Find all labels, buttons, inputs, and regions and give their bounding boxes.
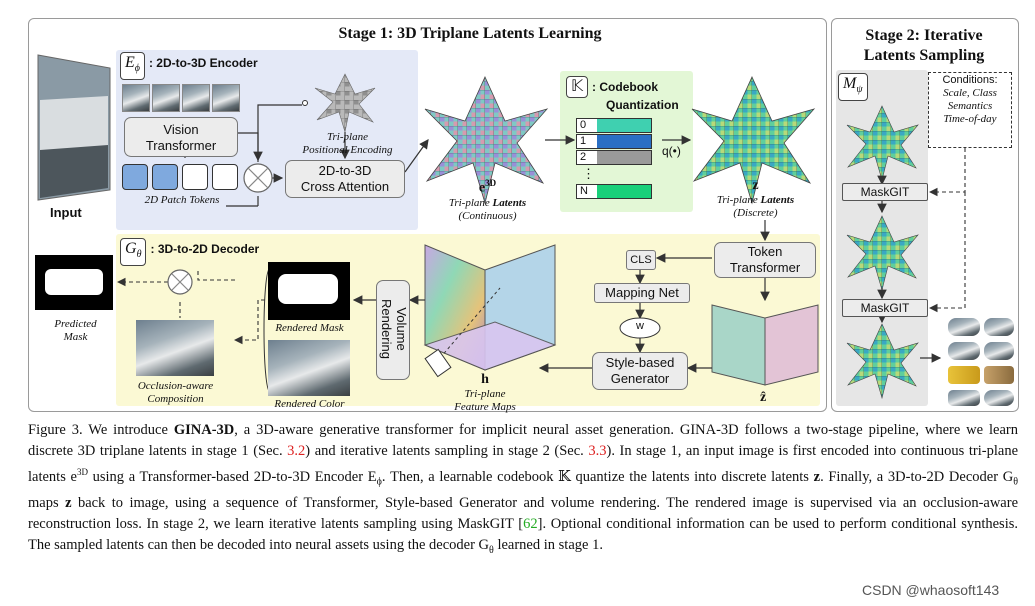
discrete-latents-triplane [691,76,816,205]
encoder-label: : 2D-to-3D Encoder [148,56,258,70]
watermark: CSDN @whaosoft143 [862,582,1000,598]
encoder-input-patch-1 [122,84,150,112]
rendered-mask-label: Rendered Mask [275,322,344,334]
rendered-color-image [268,340,350,396]
positional-encoding-triplane [314,73,376,133]
sampled-asset-3 [948,342,980,360]
vision-transformer-box: Vision Transformer [124,117,238,157]
occlusion-composition-label: Occlusion-aware Composition [137,380,214,405]
codebook-symbol: 𝕂 [566,76,589,98]
codebook-ellipsis: ⋮ [582,166,595,181]
stage2-title: Stage 2: Iterative Latents Sampling [863,27,985,64]
decoder-heading: Gθ : 3D-to-2D Decoder [120,238,260,267]
positional-encoding-label: Tri-plane Positional Encoding [302,131,393,156]
w-label: w [636,320,644,332]
mapping-net-box: Mapping Net [594,283,690,303]
figure-caption: Figure 3. We introduce GINA-3D, a 3D-awa… [28,422,1019,556]
discrete-latents-label: z Tri-plane Latents (Discrete) [716,178,795,219]
patch-token-3 [182,164,208,190]
patch-token-2 [152,164,178,190]
decoder-symbol: Gθ [120,238,147,267]
sampled-asset-8 [984,390,1014,406]
token-transformer-box: Token Transformer [714,242,816,278]
w-cloud [619,317,661,339]
continuous-latents-triplane [424,76,549,205]
encoder-heading: Eϕ : 2D-to-3D Encoder [120,52,258,81]
sampled-asset-5 [948,366,980,384]
diagram-connectors [37,54,966,400]
patch-token-4 [212,164,238,190]
codebook-row-1-fill [597,135,651,148]
sampled-asset-4 [984,342,1014,360]
codebook-row-n-fill [597,185,651,198]
continuous-latents-label: e3D Tri-plane Latents (Continuous) [448,178,527,222]
sampled-asset-6 [984,366,1014,384]
rendered-color-label: Rendered Color [274,398,345,410]
rendered-mask-image [268,262,350,320]
cross-attention-box: 2D-to-3D Cross Attention [285,160,405,198]
encoder-input-patch-2 [152,84,180,112]
patch-token-1 [122,164,148,190]
cls-box: CLS [626,250,656,270]
encoder-input-patch-3 [182,84,210,112]
codebook-heading: 𝕂 : Codebook Quantization [566,76,696,112]
sampled-asset-7 [948,390,980,406]
decoder-label: : 3D-to-2D Decoder [150,242,260,256]
volume-rendering-box: Volume Rendering [376,280,410,380]
conditions-box: Conditions: Scale, Class Semantics Time-… [928,72,1012,148]
codebook-row-0-fill [597,119,651,132]
input-label: Input [50,205,82,220]
quantization-op: q(•) [662,144,681,158]
maskgit-box-1: MaskGIT [842,183,928,201]
zhat-cube [711,304,819,386]
patch-tokens-label: 2D Patch Tokens [144,194,220,206]
codebook-row-2-fill [597,151,651,164]
feature-maps-label: h Tri-plane Feature Maps [454,372,516,413]
sampler-triplane-1 [846,105,919,182]
sampler-triplane-2 [846,215,919,292]
predicted-mask-image [35,255,113,310]
sampled-asset-2 [984,318,1014,336]
encoder-input-patch-4 [212,84,240,112]
zhat-label: ẑ [760,390,767,405]
stage1-title: Stage 1: 3D Triplane Latents Learning [338,25,602,42]
predicted-mask-label: Predicted Mask [54,318,97,343]
sampler-heading: Mψ [838,73,868,102]
occlusion-composition-image [136,320,214,376]
sampler-triplane-3 [846,323,919,400]
maskgit-box-2: MaskGIT [842,299,928,317]
encoder-symbol: Eϕ [120,52,145,81]
style-generator-box: Style-based Generator [592,352,688,390]
feature-maps-cube [423,244,557,378]
sampled-asset-1 [948,318,980,336]
sampler-symbol: Mψ [838,73,868,102]
